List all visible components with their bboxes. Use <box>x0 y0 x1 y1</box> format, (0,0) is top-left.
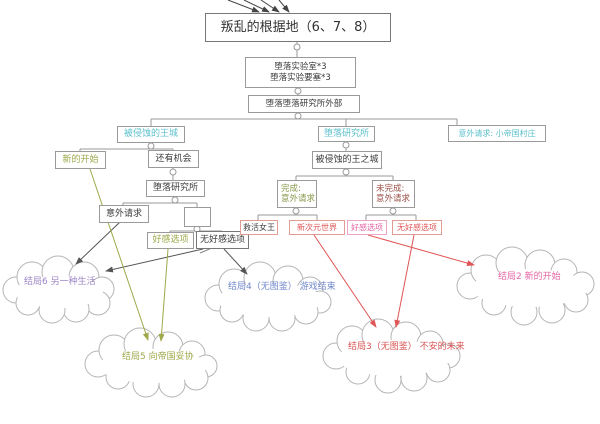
node-eroded-royal-city[interactable]: 被侵蚀的王城 <box>117 126 185 143</box>
node-label: 意外请求 <box>376 194 411 204</box>
ending5-label[interactable]: 结局5 向帝国妥协 <box>122 351 194 364</box>
incoming-arrows <box>227 0 290 13</box>
ending-title: 结局3（无图鉴） <box>348 342 417 352</box>
node-unlabeled[interactable] <box>184 207 211 227</box>
node-no-favor-option-left[interactable]: 无好感选项 <box>196 231 249 249</box>
node-favor-option-right[interactable]: 好感选项 <box>347 220 387 235</box>
node-no-favor-option-right[interactable]: 无好感选项 <box>392 220 442 235</box>
ending-subtitle: 不安的未来 <box>419 342 465 352</box>
node-request-completed[interactable]: 完成: 意外请求 <box>277 180 317 208</box>
node-label: 堕落实验室*3 <box>274 62 327 73</box>
ending6-cloud[interactable] <box>2 255 115 324</box>
node-label: 意外请求 <box>281 194 316 204</box>
ending6-label[interactable]: 结局6 另一种生活 <box>24 276 96 289</box>
node-fallen-institute-mid[interactable]: 堕落研究所 <box>318 126 375 142</box>
node-eroded-king-city[interactable]: 被侵蚀的王之城 <box>312 151 382 169</box>
ending-title: 结局4（无图鉴） <box>228 282 297 292</box>
node-label: 未完成: <box>376 183 405 194</box>
node-institute-outer[interactable]: 堕落堕落研究所外部 <box>248 95 360 113</box>
ending-title: 结局5 <box>122 352 146 362</box>
node-save-queen[interactable]: 救活女王 <box>240 220 278 235</box>
ending5-cloud[interactable] <box>84 327 218 398</box>
ending4-label[interactable]: 结局4（无图鉴） 游戏结束 <box>228 281 336 294</box>
node-another-chance[interactable]: 还有机会 <box>148 150 199 168</box>
junction-dots <box>147 43 397 233</box>
ending-subtitle: 向帝国妥协 <box>148 352 194 362</box>
node-root-title[interactable]: 叛乱的根据地（6、7、8） <box>205 13 391 42</box>
node-fallen-labs[interactable]: 堕落实验室*3 堕落实验要塞*3 <box>245 57 356 88</box>
node-new-start[interactable]: 新的开始 <box>55 151 106 169</box>
node-label: 完成: <box>281 183 301 194</box>
node-unexpected-request[interactable]: 意外请求 <box>99 205 149 223</box>
ending-subtitle: 另一种生活 <box>50 277 96 287</box>
node-side-request-village[interactable]: 意外请求: 小帝国村庄 <box>448 125 546 142</box>
ending-subtitle: 游戏结束 <box>299 282 336 292</box>
ending2-label[interactable]: 结局2 新的开始 <box>498 271 561 284</box>
node-new-dimension-world[interactable]: 新次元世界 <box>289 220 345 235</box>
ending-title: 结局2 <box>498 272 522 282</box>
flow-edges <box>75 168 475 342</box>
ending-subtitle: 新的开始 <box>524 272 561 282</box>
node-request-not-completed[interactable]: 未完成: 意外请求 <box>372 180 415 208</box>
node-favor-option-left[interactable]: 好感选项 <box>147 232 194 249</box>
node-fallen-institute-left[interactable]: 堕落研究所 <box>146 180 205 197</box>
ending-title: 结局6 <box>24 277 48 287</box>
ending3-label[interactable]: 结局3（无图鉴） 不安的未来 <box>348 341 465 354</box>
ending2-cloud[interactable] <box>456 246 595 326</box>
node-label: 堕落实验要塞*3 <box>270 72 331 83</box>
ending4-cloud[interactable] <box>204 261 332 332</box>
ending3-cloud[interactable] <box>322 318 461 394</box>
